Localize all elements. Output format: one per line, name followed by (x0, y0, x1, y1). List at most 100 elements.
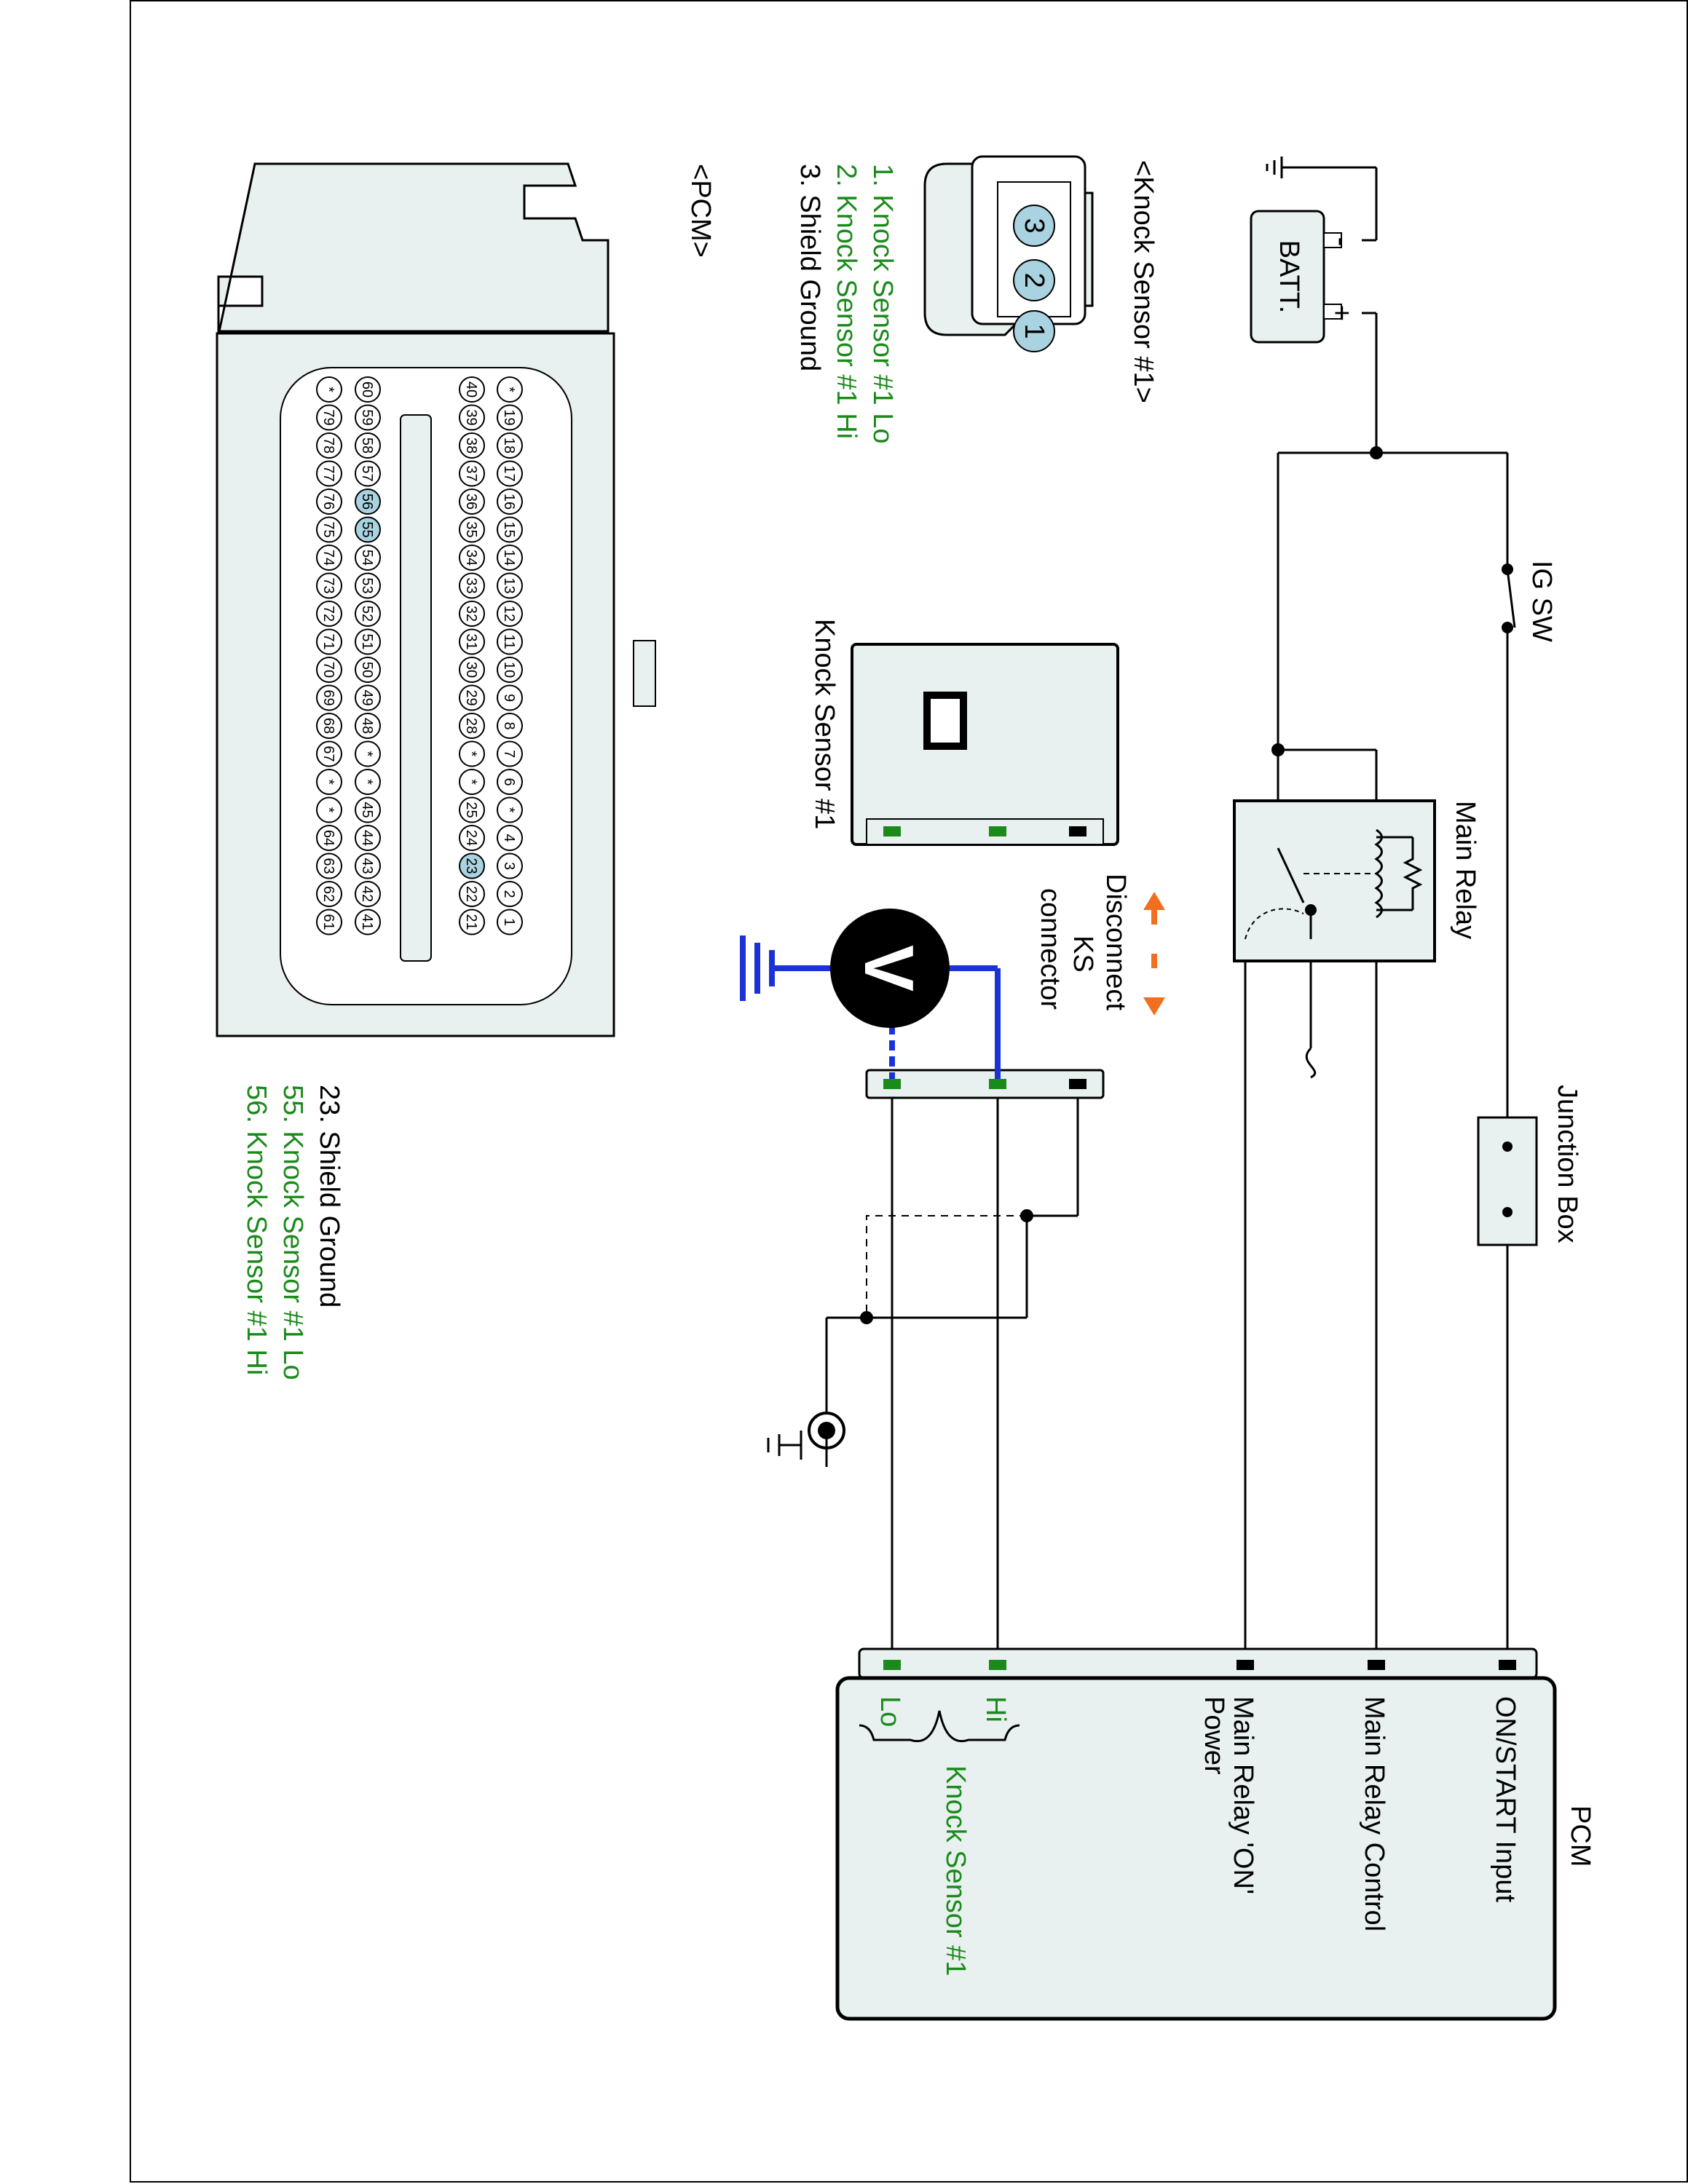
pcm-pin-label: 23 (463, 858, 479, 874)
pcm-pin-label: 76 (320, 494, 336, 510)
pcm-pin (316, 769, 342, 795)
pcm-pin-label: 63 (320, 858, 336, 874)
ks-legend-3: 3. Shield Ground (794, 164, 825, 371)
pcm-pin (355, 432, 381, 459)
pcm-pin-label: 40 (463, 381, 479, 397)
pcm-pin (459, 460, 485, 487)
pcm-pin (316, 460, 342, 487)
disconnect-label-2: KS (1068, 935, 1098, 973)
ks-connector-view: <Knock Sensor #1> 3 2 1 1. Knock Sensor … (794, 155, 1159, 443)
pcm-pin (355, 460, 381, 487)
pcm-pin-label: 24 (463, 830, 479, 846)
pcm-pin-label: 28 (463, 718, 479, 734)
pcm-pin (459, 488, 485, 515)
pcm-hi: Hi (980, 1696, 1011, 1722)
pcm-pin (316, 628, 342, 655)
ks-pin-2 (1013, 259, 1055, 301)
ig-switch-label: IG SW (1526, 561, 1557, 642)
pcm-pin-label: 3 (501, 862, 517, 870)
pcm-pin-label: 51 (359, 633, 375, 649)
ks-connector-title: <Knock Sensor #1> (1128, 160, 1159, 403)
pcm-pin-label: * (320, 807, 336, 813)
pcm-pin-label: 43 (359, 858, 375, 874)
pcm-pin-label: 39 (463, 409, 479, 425)
pcm-pin-label: 16 (501, 494, 517, 510)
pcm-pin (497, 601, 523, 627)
pcm-pin (355, 713, 381, 739)
disconnect-label-3: connector (1035, 888, 1065, 1010)
pcm-pin-label: 18 (501, 438, 517, 454)
pcm-pin (459, 572, 485, 599)
pcm-pin (459, 852, 485, 879)
pcm-pin-label: 64 (320, 830, 336, 846)
pcm-pin-label: 29 (463, 689, 479, 705)
pcm-pin-label: * (359, 751, 375, 757)
pcm-pin-label: 45 (359, 802, 375, 818)
pcm-pin-label: 58 (359, 438, 375, 454)
pcm-pin (355, 852, 381, 879)
pcm-pin (497, 769, 523, 795)
pcm-pin-label: 54 (359, 550, 375, 566)
pcm-pin-label: 2 (501, 890, 517, 898)
pcm-main-relay-on-power-1: Main Relay 'ON' (1228, 1696, 1258, 1894)
pcm-pin-label: 32 (463, 606, 479, 622)
pcm-pin-label: 55 (359, 521, 375, 537)
pcm-pin-label: 6 (501, 778, 517, 786)
pcm-pin (459, 404, 485, 431)
pcm-pin (459, 881, 485, 907)
pcm-pin-label: 4 (501, 834, 517, 842)
pcm-pin-label: 72 (320, 606, 336, 622)
pcm-pin (355, 769, 381, 795)
pcm-pin-label: 74 (320, 550, 336, 566)
pcm-pin-label: 37 (463, 465, 479, 481)
pcm-pin (355, 825, 381, 851)
svg-text:+: + (1326, 305, 1357, 321)
battery: BATT. - + (1250, 157, 1357, 344)
pcm-pin-label: * (463, 751, 479, 757)
pcm-pin (316, 796, 342, 823)
pcm-pin (497, 657, 523, 683)
pcm-pin-label: 38 (463, 438, 479, 454)
pcm-pin (497, 404, 523, 431)
pcm-pin (497, 881, 523, 907)
pcm-on-start-input: ON/START Input (1490, 1696, 1521, 1902)
ks-pin-1 (1013, 310, 1055, 352)
pcm-pin-label: 31 (463, 633, 479, 649)
ks-pin-label-1: 1 (1019, 323, 1049, 339)
pcm-pin (459, 376, 485, 403)
pcm-pin (459, 432, 485, 459)
pcm-pin (316, 376, 342, 403)
pcm-pin-label: 15 (501, 521, 517, 537)
voltmeter-label: V (850, 945, 928, 992)
voltmeter-ground-icon (740, 935, 794, 1001)
pcm-pin (355, 516, 381, 543)
pcm-pin-label: 50 (359, 662, 375, 678)
pcm-pin (459, 516, 485, 543)
pcm-pin-label: 77 (320, 465, 336, 481)
pcm-pin (497, 516, 523, 543)
pcm-knock-sensor-group: Knock Sensor #1 (940, 1765, 971, 1976)
disconnect-label-1: Disconnect (1100, 874, 1131, 1010)
pcm-main-relay-control: Main Relay Control (1359, 1696, 1389, 1931)
pcm-pin (316, 404, 342, 431)
pcm-pin-label: 68 (320, 718, 336, 734)
pcm-pin (355, 796, 381, 823)
pcm-pin-label: 34 (463, 550, 479, 566)
pcm-pin-label: 67 (320, 745, 336, 761)
pcm-pin (316, 572, 342, 599)
ks-pin-3 (1013, 205, 1055, 247)
pcm-pin-label: * (320, 779, 336, 785)
pcm-pin (316, 432, 342, 459)
pcm-pin (355, 488, 381, 515)
pcm-pin-label: 12 (501, 606, 517, 622)
pcm-pin-label: 10 (501, 662, 517, 678)
main-relay-label: Main Relay (1450, 801, 1480, 939)
battery-label: BATT. (1274, 240, 1304, 314)
pcm-pin-label: * (359, 779, 375, 785)
pcm-pin-label: 48 (359, 718, 375, 734)
pcm-pin (497, 713, 523, 739)
ks-pin-label-3: 3 (1019, 218, 1049, 233)
pcm-pin-label: 56 (359, 494, 375, 510)
pcm-pin (497, 545, 523, 571)
